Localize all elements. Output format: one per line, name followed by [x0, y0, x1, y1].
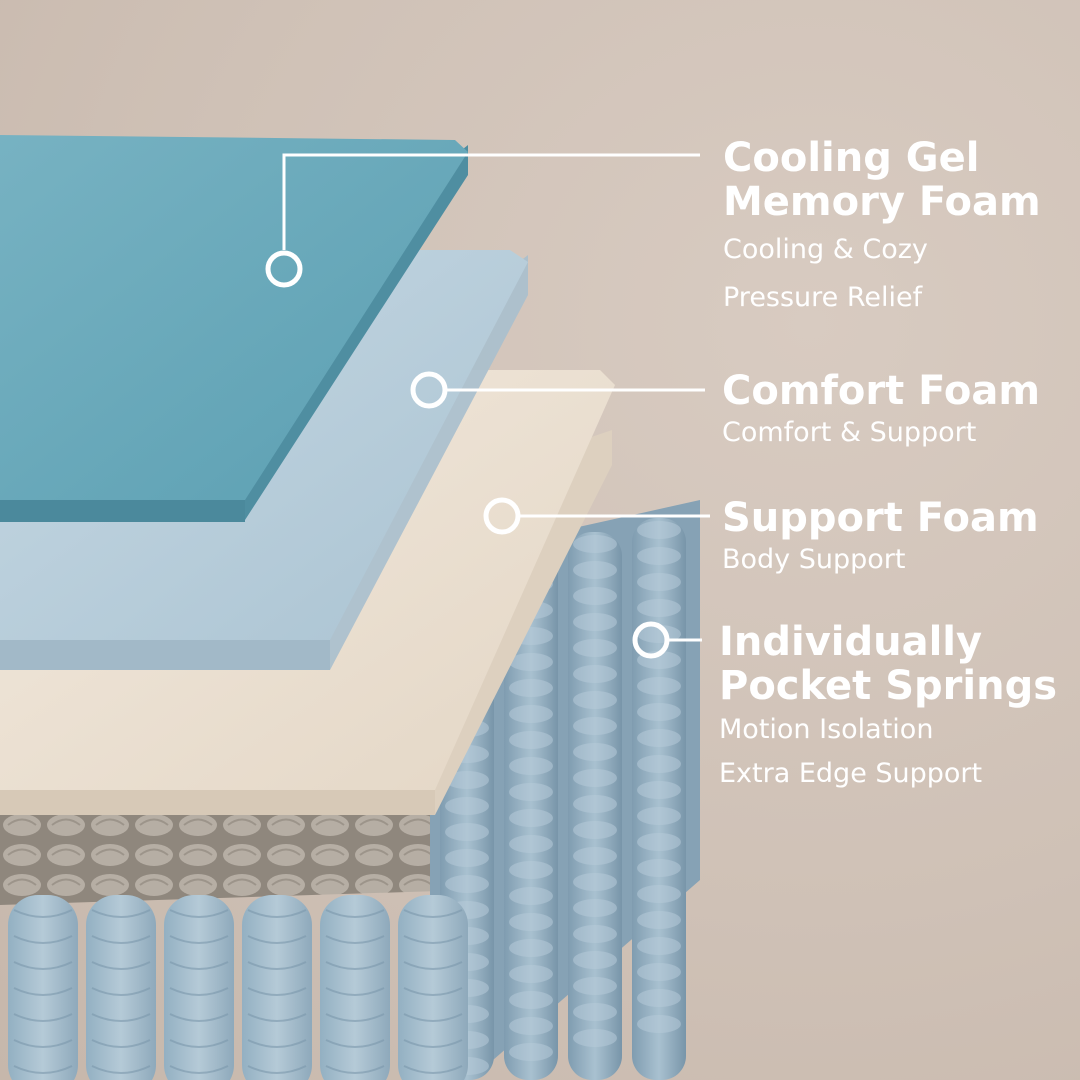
- layer-title: Memory Foam: [723, 179, 1041, 225]
- label-comfort-foam: Comfort Foam Comfort & Support: [722, 369, 1040, 455]
- layer-title: Support Foam: [722, 495, 1039, 541]
- spring-coil: [568, 532, 622, 1080]
- label-support-foam: Support Foam Body Support: [722, 496, 1039, 582]
- layer-description: Motion Isolation: [719, 714, 934, 745]
- spring-coil: [86, 895, 156, 1080]
- callout-pocket-springs: [632, 621, 702, 659]
- spring-coil: [504, 546, 558, 1080]
- front-spring-coils: [8, 895, 468, 1080]
- layer-description: Body Support: [722, 544, 906, 575]
- callout-support-foam: [483, 497, 710, 535]
- spring-coil: [398, 895, 468, 1080]
- spring-coil: [8, 895, 78, 1080]
- callout-cooling-gel: [265, 153, 700, 288]
- spring-coil: [320, 895, 390, 1080]
- callout-comfort-foam: [410, 371, 705, 409]
- layer-description: Comfort & Support: [722, 417, 977, 448]
- layer-title: Pocket Springs: [719, 663, 1058, 709]
- side-spring-coils: [440, 518, 686, 1080]
- spring-coil: [164, 895, 234, 1080]
- layer-title: Cooling Gel: [723, 135, 980, 181]
- label-pocket-springs: Individually Pocket Springs Motion Isola…: [719, 620, 1057, 796]
- layer-description: Extra Edge Support: [719, 758, 983, 789]
- spring-coil: [632, 518, 686, 1080]
- spring-coil: [242, 895, 312, 1080]
- layer-description: Cooling & Cozy: [723, 234, 928, 265]
- layer-description: Pressure Relief: [723, 282, 923, 313]
- layer-title: Comfort Foam: [722, 368, 1041, 414]
- layer-title: Individually: [719, 619, 983, 665]
- cooling-gel-layer: [0, 135, 468, 522]
- label-cooling-gel: Cooling Gel Memory Foam Cooling & Cozy P…: [723, 136, 1041, 320]
